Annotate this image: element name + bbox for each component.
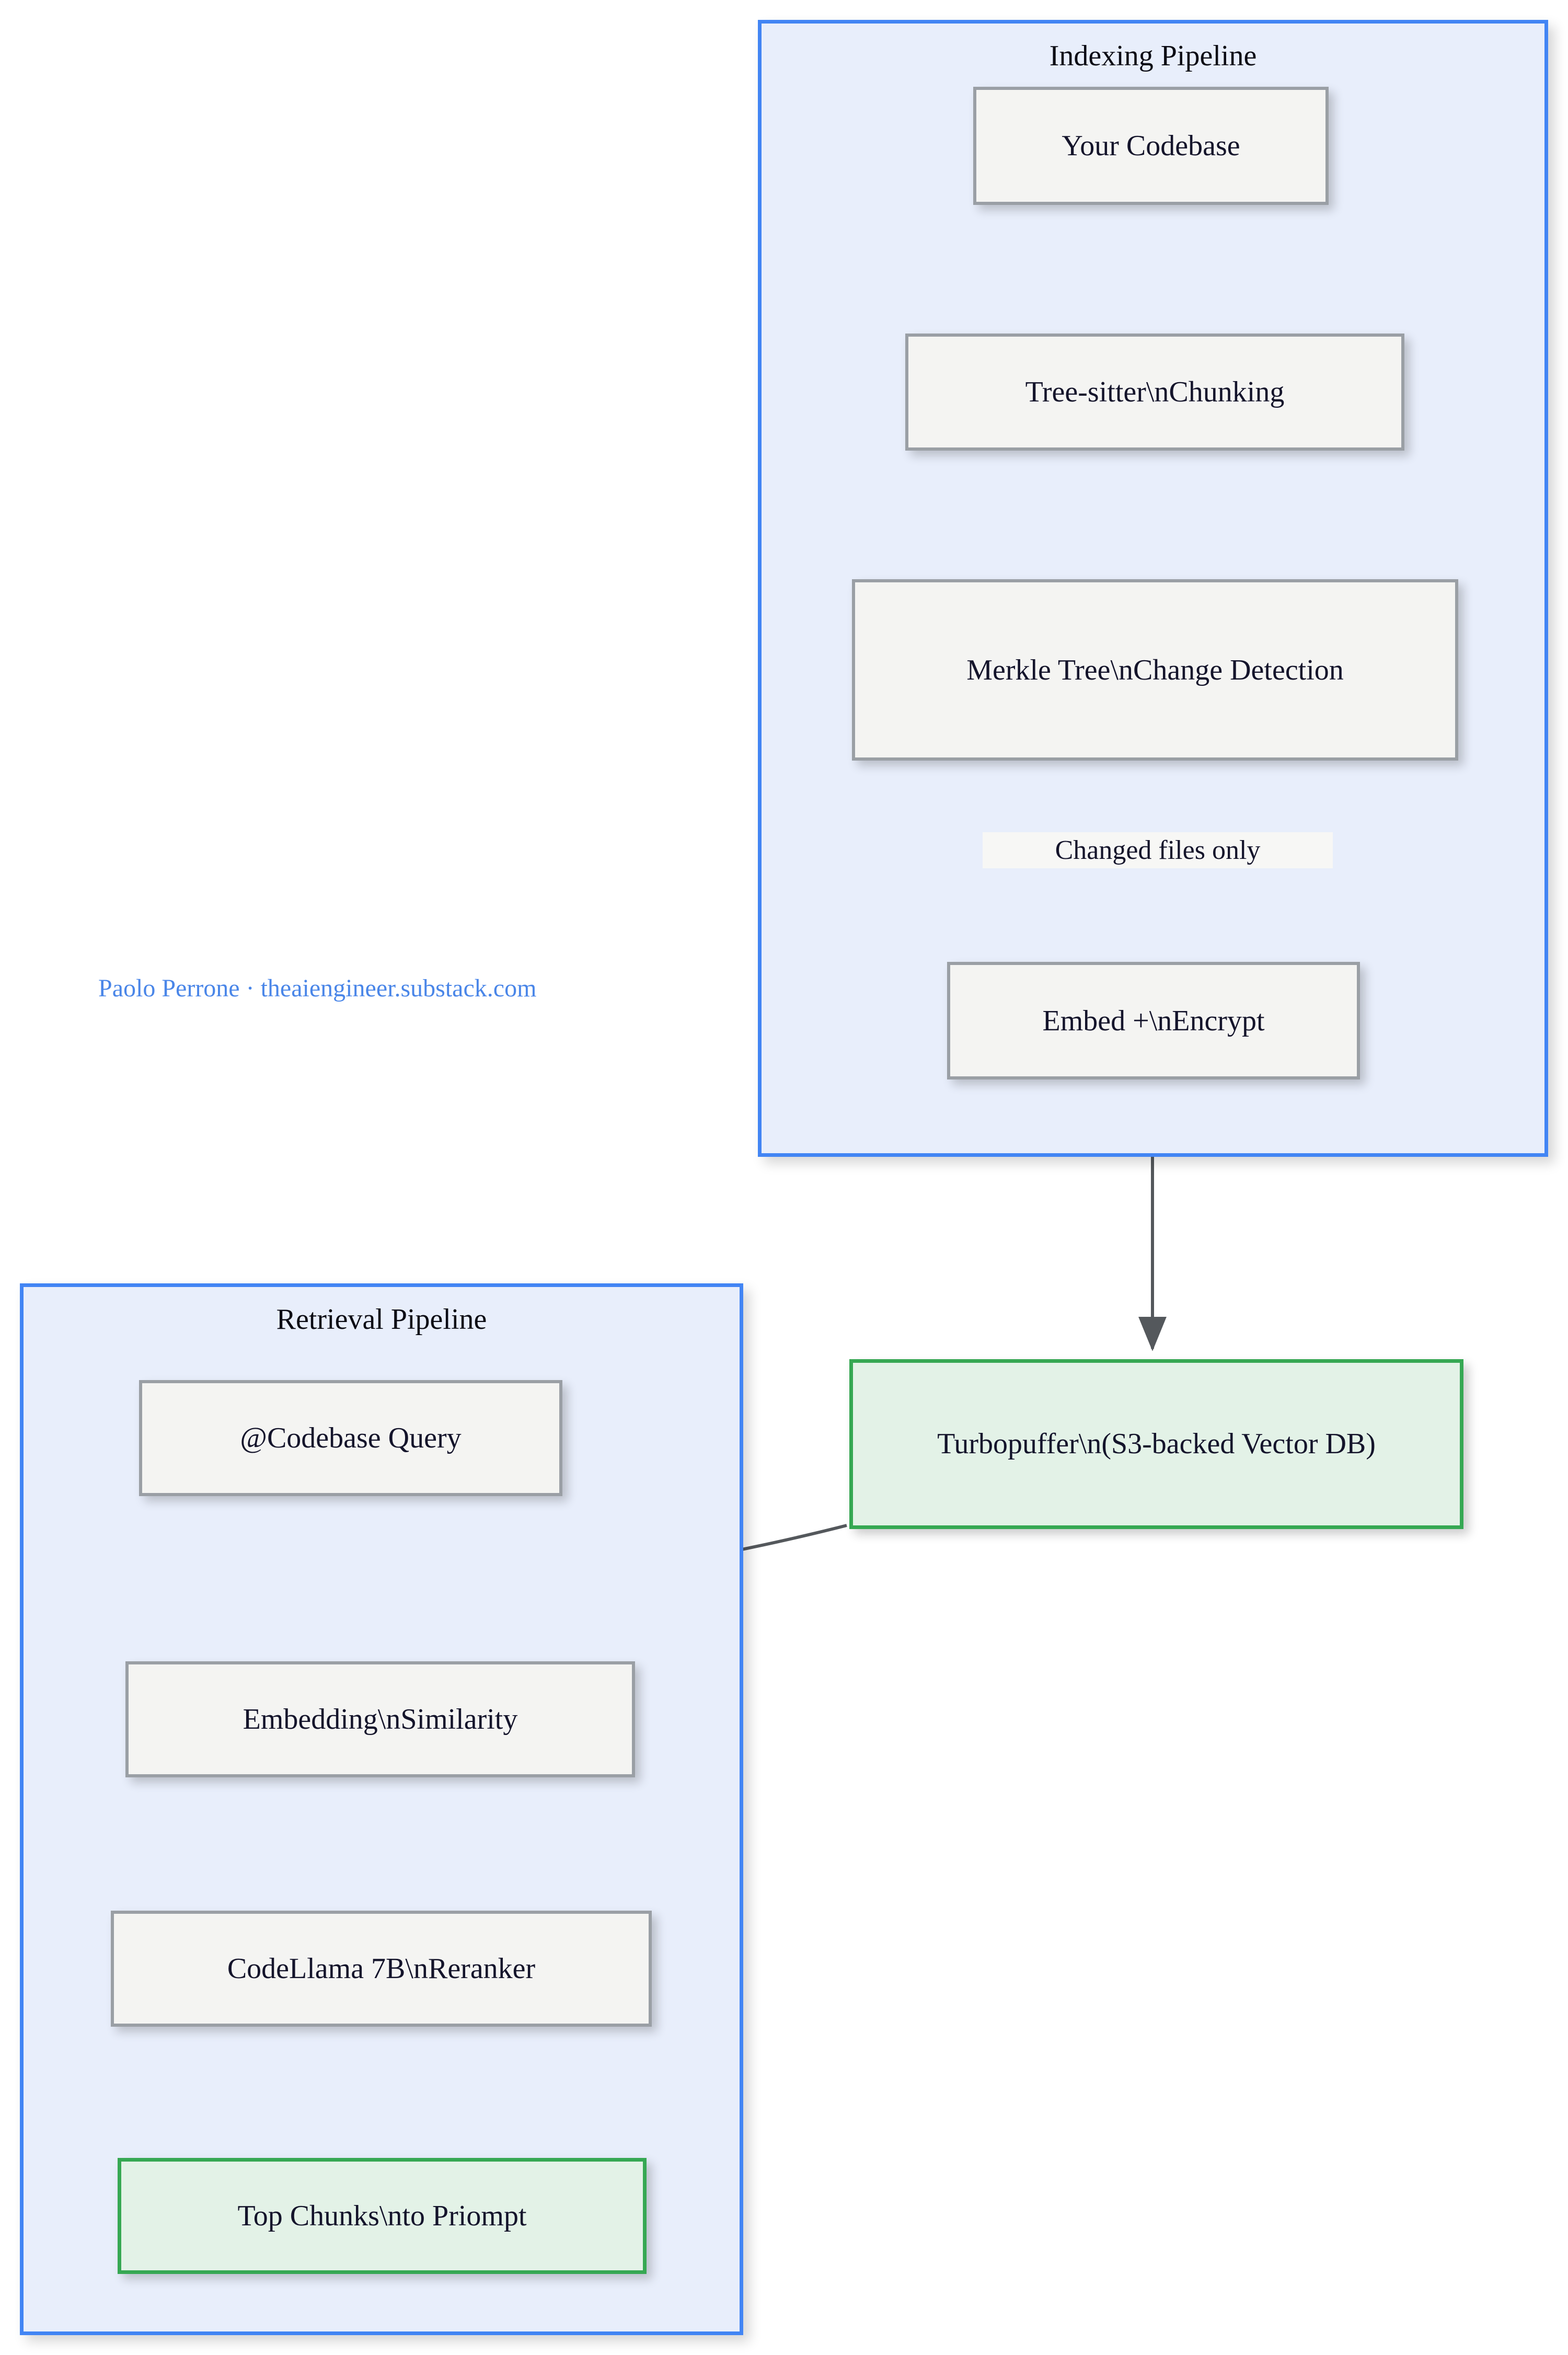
subgraph-indexing-title: Indexing Pipeline <box>1049 40 1257 72</box>
node-label: Turbopuffer\n(S3-backed Vector DB) <box>937 1427 1376 1460</box>
node-your-codebase[interactable]: Your Codebase <box>973 87 1329 205</box>
node-merkle-tree-change-detection[interactable]: Merkle Tree\nChange Detection <box>852 579 1458 761</box>
node-embed-encrypt[interactable]: Embed +\nEncrypt <box>947 962 1360 1079</box>
node-embedding-similarity[interactable]: Embedding\nSimilarity <box>125 1661 635 1777</box>
node-label: Embed +\nEncrypt <box>1042 1004 1265 1037</box>
edge-label-changed-files-only: Changed files only <box>983 832 1333 868</box>
node-codebase-query[interactable]: @Codebase Query <box>139 1380 562 1496</box>
node-label: Tree-sitter\nChunking <box>1025 376 1285 408</box>
node-label: Your Codebase <box>1062 130 1240 162</box>
node-top-chunks-to-priompt[interactable]: Top Chunks\nto Priompt <box>118 2158 647 2274</box>
node-label: Embedding\nSimilarity <box>243 1703 518 1736</box>
node-turbopuffer-vector-db[interactable]: Turbopuffer\n(S3-backed Vector DB) <box>849 1359 1463 1529</box>
watermark-text: Paolo Perrone · theaiengineer.substack.c… <box>98 974 537 1002</box>
edge-label-text: Changed files only <box>1055 835 1261 865</box>
node-label: Top Chunks\nto Priompt <box>237 2200 527 2232</box>
node-label: @Codebase Query <box>240 1422 462 1454</box>
node-label: CodeLlama 7B\nReranker <box>227 1952 536 1985</box>
node-tree-sitter-chunking[interactable]: Tree-sitter\nChunking <box>905 334 1404 451</box>
subgraph-retrieval-title: Retrieval Pipeline <box>276 1303 487 1336</box>
watermark-credit: Paolo Perrone · theaiengineer.substack.c… <box>98 973 536 1004</box>
node-codellama-reranker[interactable]: CodeLlama 7B\nReranker <box>111 1911 652 2027</box>
node-label: Merkle Tree\nChange Detection <box>966 653 1344 686</box>
